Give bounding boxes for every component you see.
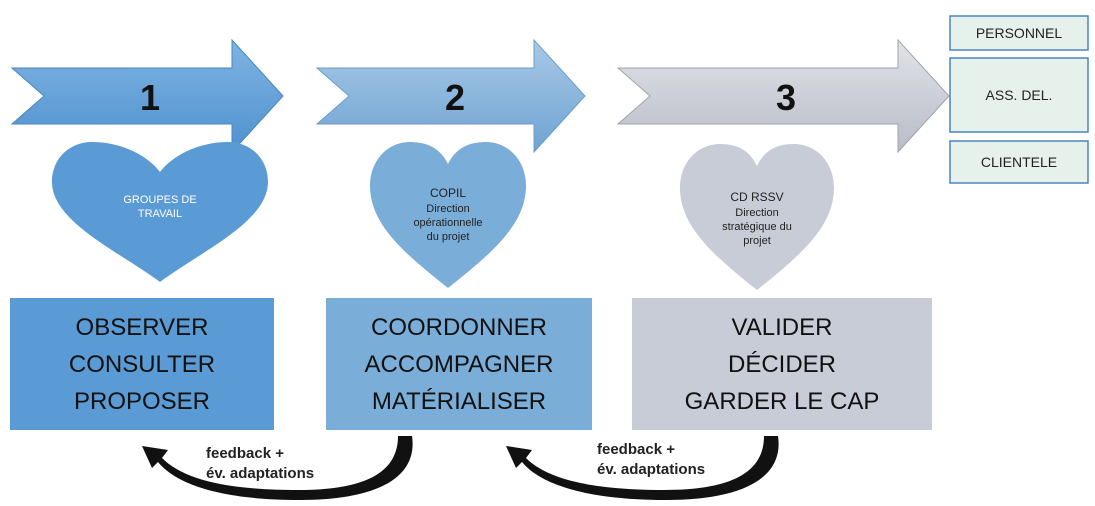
step-1-number: 1 [140, 77, 160, 118]
step-1-action-2: CONSULTER [69, 351, 215, 378]
step-3-heart [680, 144, 834, 290]
step-1-action-1: OBSERVER [76, 314, 209, 341]
feedback-2-line-2: év. adaptations [597, 461, 705, 478]
side-label-clientele: CLIENTELE [981, 154, 1057, 170]
step-3-number: 3 [776, 77, 796, 118]
step-2-action-3: MATÉRIALISER [372, 388, 546, 415]
side-box-clientele [949, 140, 1089, 184]
heart-2-line-3: opérationnelle [413, 217, 482, 229]
heart-2-line-1: COPIL [430, 186, 466, 200]
step-3-action-2: DÉCIDER [728, 351, 836, 378]
heart-1-line-2: TRAVAIL [138, 208, 182, 220]
heart-2-line-4: du projet [427, 231, 470, 243]
step-2-action-1: COORDONNER [371, 314, 547, 341]
side-label-ass-del: ASS. DEL. [986, 87, 1053, 103]
step-1-action-box [10, 298, 274, 430]
step-2-arrow [315, 38, 586, 154]
heart-2-line-2: Direction [426, 203, 469, 215]
step-1-action-3: PROPOSER [74, 388, 210, 415]
step-3-action-3: GARDER LE CAP [685, 388, 880, 415]
step-3-action-1: VALIDER [732, 314, 833, 341]
step-1-heart [52, 142, 268, 282]
feedback-1-line-2: év. adaptations [206, 465, 314, 482]
step-2-action-2: ACCOMPAGNER [365, 351, 554, 378]
heart-3-line-4: projet [743, 235, 771, 247]
feedback-1-line-1: feedback + [206, 445, 284, 462]
feedback-2-line-1: feedback + [597, 441, 675, 458]
feedback-curve-1 [142, 436, 413, 500]
side-box-personnel [949, 15, 1089, 51]
heart-3-line-1: CD RSSV [730, 190, 783, 204]
heart-1-line-1: GROUPES DE [123, 194, 196, 206]
side-label-personnel: PERSONNEL [976, 25, 1063, 41]
step-3-action-box [632, 298, 932, 430]
step-2-number: 2 [445, 77, 465, 118]
heart-3-line-2: Direction [735, 207, 778, 219]
step-2-heart [370, 142, 526, 288]
feedback-curve-2 [506, 436, 779, 500]
step-2-action-box [326, 298, 592, 430]
side-box-ass-del [949, 57, 1089, 133]
heart-3-line-3: stratégique du [722, 221, 792, 233]
step-3-arrow [616, 38, 950, 154]
